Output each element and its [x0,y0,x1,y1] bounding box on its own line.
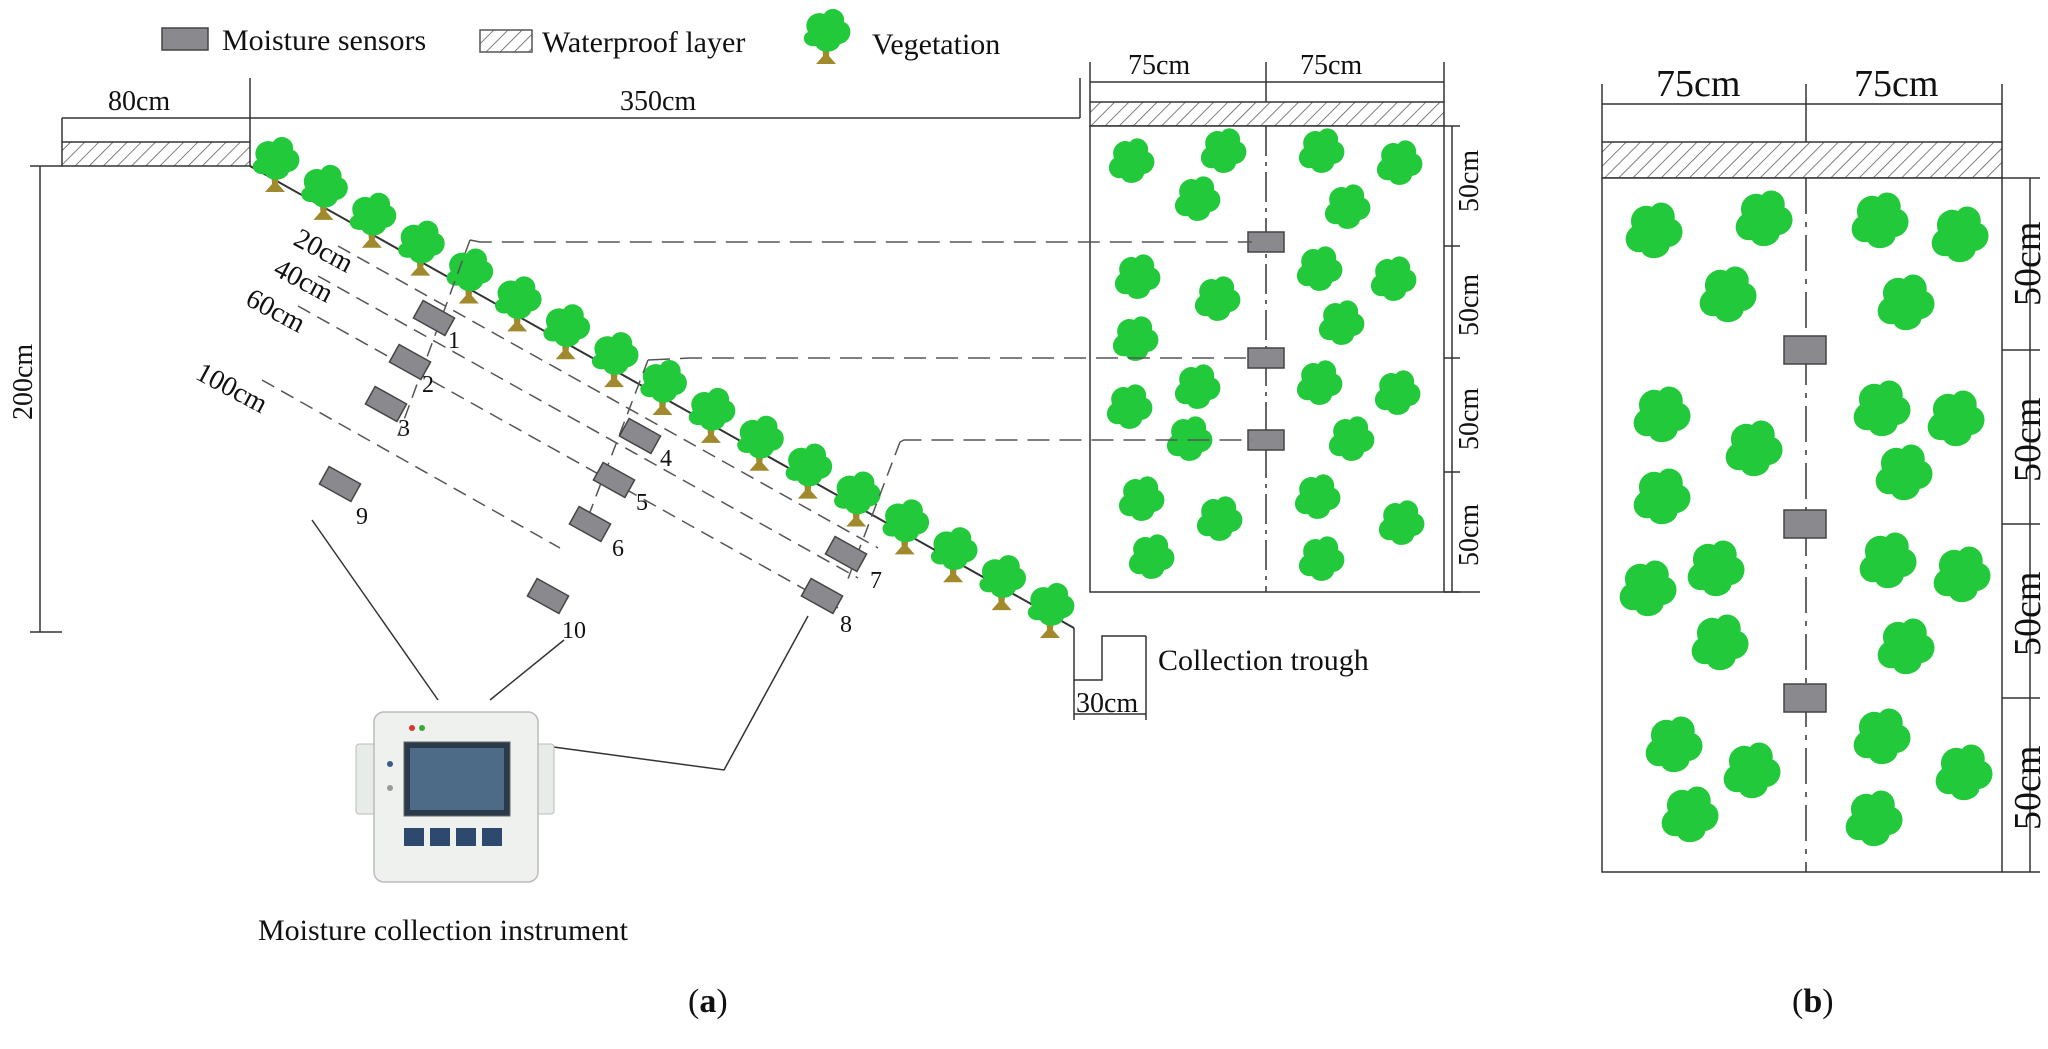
vegetation-tree-icon [930,527,978,583]
sensor-number-label: 4 [660,446,672,472]
moisture-sensor [318,465,362,503]
vegetation-tree-icon [785,443,833,499]
top-waterproof-strip [61,141,251,167]
panel-b-waterproof-strip [1601,141,2003,179]
depth-lines [261,245,879,609]
legend-waterproof-label: Waterproof layer [542,26,745,59]
legend-vegetation-icon [803,8,851,64]
plan-a-waterproof-strip [1089,101,1445,127]
plan-sensor [1247,231,1285,253]
sensor-number-label: 8 [840,612,852,638]
vegetation-tree-icon [495,276,542,332]
sensor-number-label: 1 [448,328,460,354]
plan-a-dim-side-1: 50cm [1454,150,1485,212]
moisture-sensor [800,577,844,615]
panel-b-dim-side-3: 50cm [2007,572,2048,656]
plan-sensor [1783,683,1827,713]
caption-a: (a) [688,983,728,1020]
vegetation-tree-icon [252,136,300,192]
vegetation-tree-icon [979,555,1026,611]
plan-view-a: 75cm 75cm 50cm 50cm 50cm 50cm [469,50,1485,593]
sensor-number-label: 9 [356,504,368,530]
plan-a-dim-side-2: 50cm [1454,274,1485,336]
panel-b-dim-side-1: 50cm [2007,222,2048,306]
sensor-number-label: 6 [612,536,624,562]
instrument-key-4 [482,828,502,846]
legend-vegetation-label: Vegetation [872,28,1000,61]
plan-sensor [1247,429,1285,451]
moisture-sensor [364,385,408,423]
moisture-sensor [592,461,636,499]
moisture-sensor [824,535,868,573]
legend: Moisture sensors Waterproof layer Vegeta… [161,8,1000,64]
dim-label-30: 30cm [1076,688,1138,719]
moisture-sensor [568,505,612,543]
instrument-key-2 [430,828,450,846]
svg-text:(b): (b) [1792,983,1834,1020]
vegetation-tree-icon [543,304,591,360]
legend-sensor-swatch [161,27,209,51]
moisture-sensor [388,343,432,381]
vegetation-tree-icon [882,499,930,555]
panel-b-dim-top-right: 75cm [1854,63,1938,105]
dim-label-80: 80cm [108,86,170,117]
collection-trough [1073,628,1146,681]
legend-waterproof-swatch [479,29,533,53]
legend-sensor-label: Moisture sensors [222,24,426,57]
vegetation-tree-icon [398,220,445,276]
plan-a-dim-side-4: 50cm [1454,504,1485,566]
panel-a: 80cm 350cm 200cm 30cm Collection trough … [8,50,1485,1020]
dim-label-200: 200cm [8,344,39,420]
sensor-number-label: 5 [636,490,648,516]
plan-sensor [1247,347,1285,369]
sensor-number-label: 10 [562,618,586,644]
moisture-sensor [412,299,456,337]
instrument-key-3 [456,828,476,846]
plan-a-dim-top-left: 75cm [1128,50,1190,81]
panel-b-dim-side-2: 50cm [2007,398,2048,482]
plan-a-sensors [1247,231,1285,451]
panel-b-dim-side-4: 50cm [2007,746,2048,830]
vegetation-tree-icon [349,192,397,248]
panel-b-dim-top-left: 75cm [1656,63,1740,105]
sensor-number-label: 2 [422,372,434,398]
moisture-sensor [526,577,570,615]
plan-sensor [1783,335,1827,365]
depth-label-100: 100cm [191,357,273,420]
plan-sensor [1783,509,1827,539]
moisture-collection-instrument [355,711,555,883]
dim-label-350: 350cm [620,86,696,117]
vegetation-tree-icon [834,471,881,527]
panel-b: 75cm 75cm 50cm 50cm 50cm 50cm (b) [1601,63,2048,1020]
vegetation-tree-icon [301,164,348,220]
plan-a-dim-top-right: 75cm [1300,50,1362,81]
sensor-number-label: 3 [398,416,410,442]
trough-label: Collection trough [1158,644,1369,677]
instrument-label: Moisture collection instrument [258,914,629,947]
caption-b: (b) [1792,983,1834,1020]
plan-a-dim-side-3: 50cm [1454,388,1485,450]
panel-b-sensors [1783,335,1827,713]
vegetation-tree-icon [1027,582,1075,638]
vegetation-tree-icon [446,248,494,304]
sensor-number-label: 7 [870,568,882,594]
moisture-sensor [618,417,662,455]
instrument-key-1 [404,828,424,846]
svg-text:(a): (a) [688,983,728,1020]
